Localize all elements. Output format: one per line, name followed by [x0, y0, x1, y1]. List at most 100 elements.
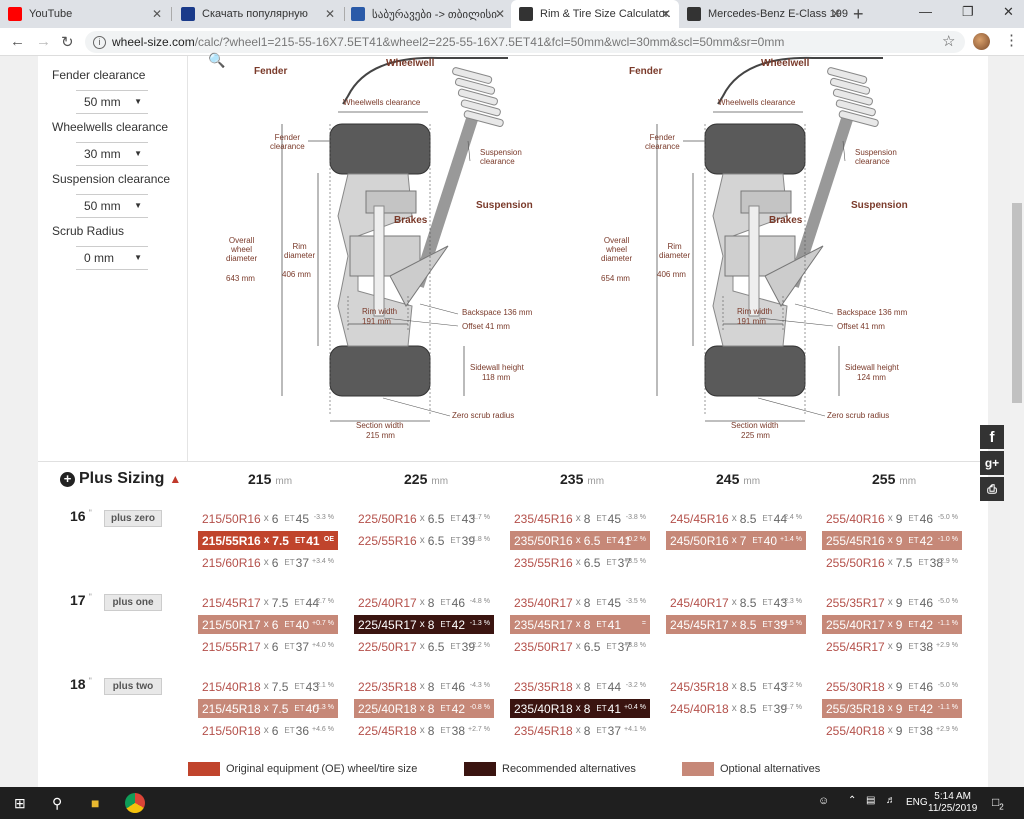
- browser-tab[interactable]: YouTube✕: [0, 0, 170, 28]
- setting-select[interactable]: 0 mm▼: [76, 246, 148, 270]
- setting-select[interactable]: 50 mm▼: [76, 90, 148, 114]
- profile-avatar[interactable]: [973, 33, 990, 50]
- file-explorer-icon[interactable]: ■: [91, 795, 100, 811]
- plus-size-button[interactable]: plus two: [104, 678, 162, 695]
- tire-size: 225/35R18: [358, 679, 417, 694]
- plus-size-button[interactable]: plus one: [104, 594, 162, 611]
- chrome-icon[interactable]: [125, 793, 145, 813]
- people-icon[interactable]: ☺: [818, 795, 830, 807]
- offset-value: 42: [451, 617, 465, 632]
- system-clock[interactable]: 5:14 AM 11/25/2019: [928, 791, 977, 815]
- et-label: ET: [284, 514, 295, 523]
- browser-tab[interactable]: Mercedes-Benz E-Class 199✕: [679, 0, 849, 28]
- back-icon[interactable]: ←: [10, 33, 25, 50]
- reload-icon[interactable]: ↻: [61, 34, 74, 51]
- site-info-icon[interactable]: i: [93, 35, 106, 49]
- times-sign: x: [575, 703, 581, 714]
- forward-icon[interactable]: →: [36, 33, 51, 50]
- network-icon[interactable]: ▤: [866, 795, 876, 806]
- close-tab-icon[interactable]: ✕: [660, 7, 671, 21]
- volume-icon[interactable]: ♬: [886, 795, 896, 806]
- restore-button[interactable]: ❐: [962, 4, 974, 19]
- browser-tab[interactable]: საბურავები -> თბილისი✕: [343, 0, 513, 28]
- browser-tab[interactable]: Rim & Tire Size Calculator.✕: [511, 0, 679, 28]
- close-window-button[interactable]: ✕: [1003, 4, 1014, 19]
- page-scrollbar[interactable]: [1010, 56, 1024, 787]
- input-language[interactable]: ENG: [906, 797, 928, 808]
- bookmark-star-icon[interactable]: ☆: [942, 33, 956, 50]
- close-tab-icon[interactable]: ✕: [830, 7, 841, 21]
- zoom-icon[interactable]: 🔍: [208, 52, 226, 68]
- offset-value: 41: [306, 533, 320, 548]
- windows-start-icon[interactable]: ⊞: [14, 795, 26, 811]
- scrollbar-thumb[interactable]: [1012, 203, 1022, 403]
- address-bar[interactable]: i wheel-size.com/calc/?wheel1=215-55-16X…: [85, 31, 965, 53]
- browser-tab[interactable]: Скачать популярную✕: [173, 0, 343, 28]
- notifications-icon[interactable]: □2: [992, 795, 1004, 812]
- close-tab-icon[interactable]: ✕: [324, 7, 335, 21]
- et-label: ET: [284, 642, 295, 651]
- minimize-button[interactable]: —: [919, 4, 932, 19]
- tire-size: 235/45R17: [514, 617, 573, 632]
- close-tab-icon[interactable]: ✕: [494, 7, 505, 21]
- google-plus-share-icon[interactable]: g+: [980, 451, 1004, 475]
- plus-size-button[interactable]: plus zero: [104, 510, 162, 527]
- setting-select[interactable]: 30 mm▼: [76, 142, 148, 166]
- facebook-share-icon[interactable]: f: [980, 425, 1004, 449]
- sidewall-height-label: Sidewall height: [845, 363, 899, 372]
- close-tab-icon[interactable]: ✕: [151, 7, 162, 21]
- search-icon[interactable]: ⚲: [52, 795, 63, 811]
- offset-value: 37: [607, 723, 621, 738]
- setting-select[interactable]: 50 mm▼: [76, 194, 148, 218]
- new-tab-button[interactable]: +: [853, 4, 864, 24]
- menu-kebab-icon[interactable]: ⋮: [1004, 32, 1019, 49]
- print-icon[interactable]: ⎙: [980, 477, 1004, 501]
- tray-chevron-icon[interactable]: ⌃: [848, 795, 857, 806]
- offset-value: 43: [773, 679, 787, 694]
- plus-sizing-label: Plus Sizing: [79, 470, 165, 487]
- plus-sizing-title[interactable]: + Plus Sizing ▲: [60, 470, 181, 488]
